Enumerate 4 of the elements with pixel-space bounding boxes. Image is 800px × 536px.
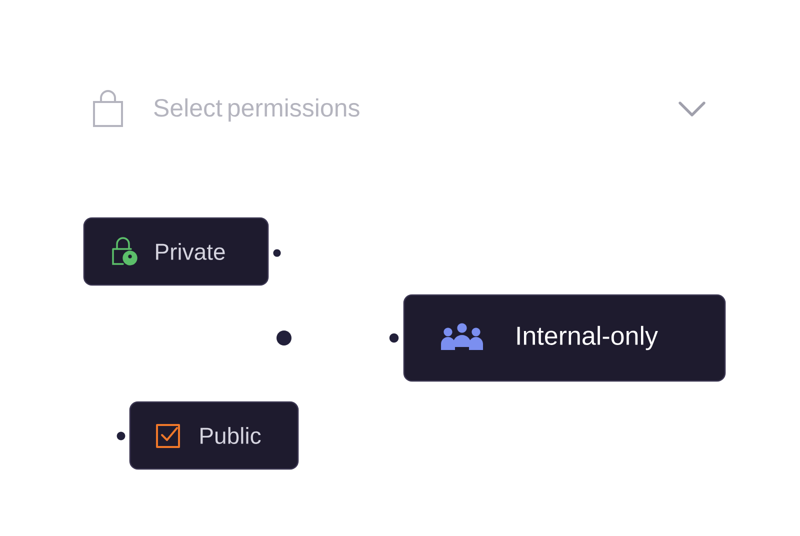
select-field: Select permissions — [154, 98, 360, 122]
tag-box: Private — [83, 217, 269, 286]
tag-box: Internal-only — [403, 294, 726, 382]
tag-box: Public — [129, 401, 299, 470]
